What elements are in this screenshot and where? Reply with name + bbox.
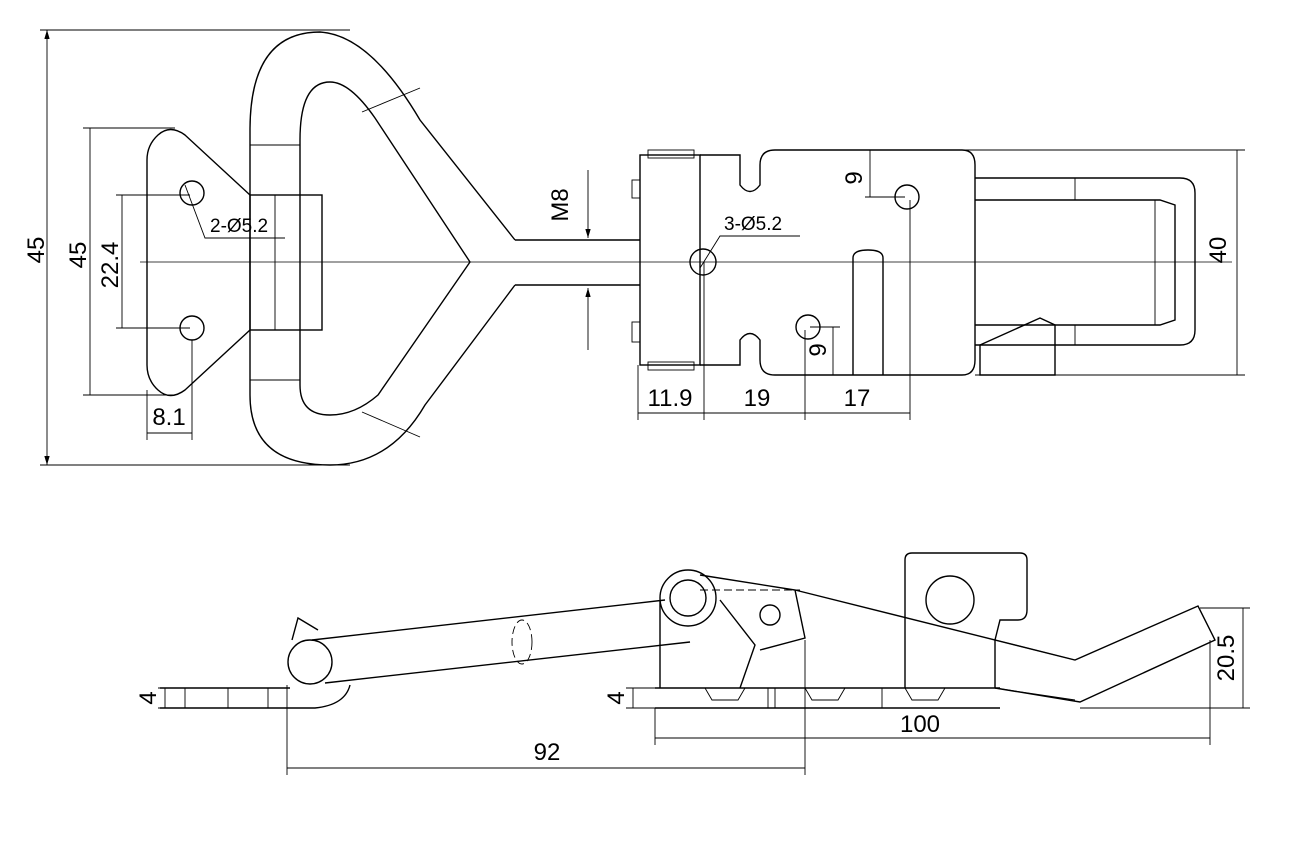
catch xyxy=(979,317,1056,376)
base-plate xyxy=(655,687,1000,709)
dim-plate-height: 45 xyxy=(65,242,92,269)
side-dimensions: 4 4 20.5 100 92 xyxy=(135,607,1250,775)
latch-body xyxy=(700,149,976,376)
label-body-holes: 3-Ø5.2 xyxy=(724,214,782,235)
label-plate-holes: 2-Ø5.2 xyxy=(210,216,268,237)
body-hole-center xyxy=(689,248,717,276)
dim-upper-hole-offset: 9 xyxy=(841,171,868,184)
dim-a: 11.9 xyxy=(648,385,693,412)
hook xyxy=(794,589,1216,703)
dim-hole-spacing: 22.4 xyxy=(97,242,124,289)
dim-lever-reach: 92 xyxy=(534,739,561,766)
label-thread: M8 xyxy=(547,188,574,221)
left-foot xyxy=(160,684,351,709)
dim-right-thickness: 4 xyxy=(603,691,630,704)
dim-body-width: 40 xyxy=(1205,237,1232,264)
bail-loop-inner xyxy=(299,81,471,416)
top-view: 45 45 22.4 2-Ø5.2 8.1 M8 3-Ø5.2 9 xyxy=(23,29,1245,466)
side-view: 4 4 20.5 100 92 xyxy=(135,552,1250,775)
pivot-pin xyxy=(759,604,781,626)
keeper-pin xyxy=(925,575,975,625)
pivot-outer xyxy=(659,569,717,627)
keeper-frame xyxy=(975,177,1196,346)
dim-overall-height: 45 xyxy=(23,237,50,264)
hinge-block xyxy=(639,154,701,366)
mounting-plate xyxy=(146,128,251,397)
keeper-block xyxy=(904,552,1028,688)
top-dimensions: 45 45 22.4 2-Ø5.2 8.1 M8 3-Ø5.2 9 xyxy=(23,29,1245,466)
dim-c: 17 xyxy=(844,385,871,412)
plate-hole-upper xyxy=(179,180,205,206)
dim-body-length: 100 xyxy=(900,711,940,738)
pivot-inner xyxy=(669,579,707,617)
slot xyxy=(852,249,884,375)
dim-b: 19 xyxy=(744,385,771,412)
dim-hole-offset: 8.1 xyxy=(152,404,185,431)
lever-arm xyxy=(659,574,806,689)
dim-hook-height: 20.5 xyxy=(1213,635,1240,682)
bail-loop-outer xyxy=(249,31,516,466)
lever-end-roller xyxy=(287,639,333,685)
dim-lower-hole-offset: 9 xyxy=(805,343,832,356)
dim-left-thickness: 4 xyxy=(135,691,162,704)
lever-tip xyxy=(291,616,319,641)
